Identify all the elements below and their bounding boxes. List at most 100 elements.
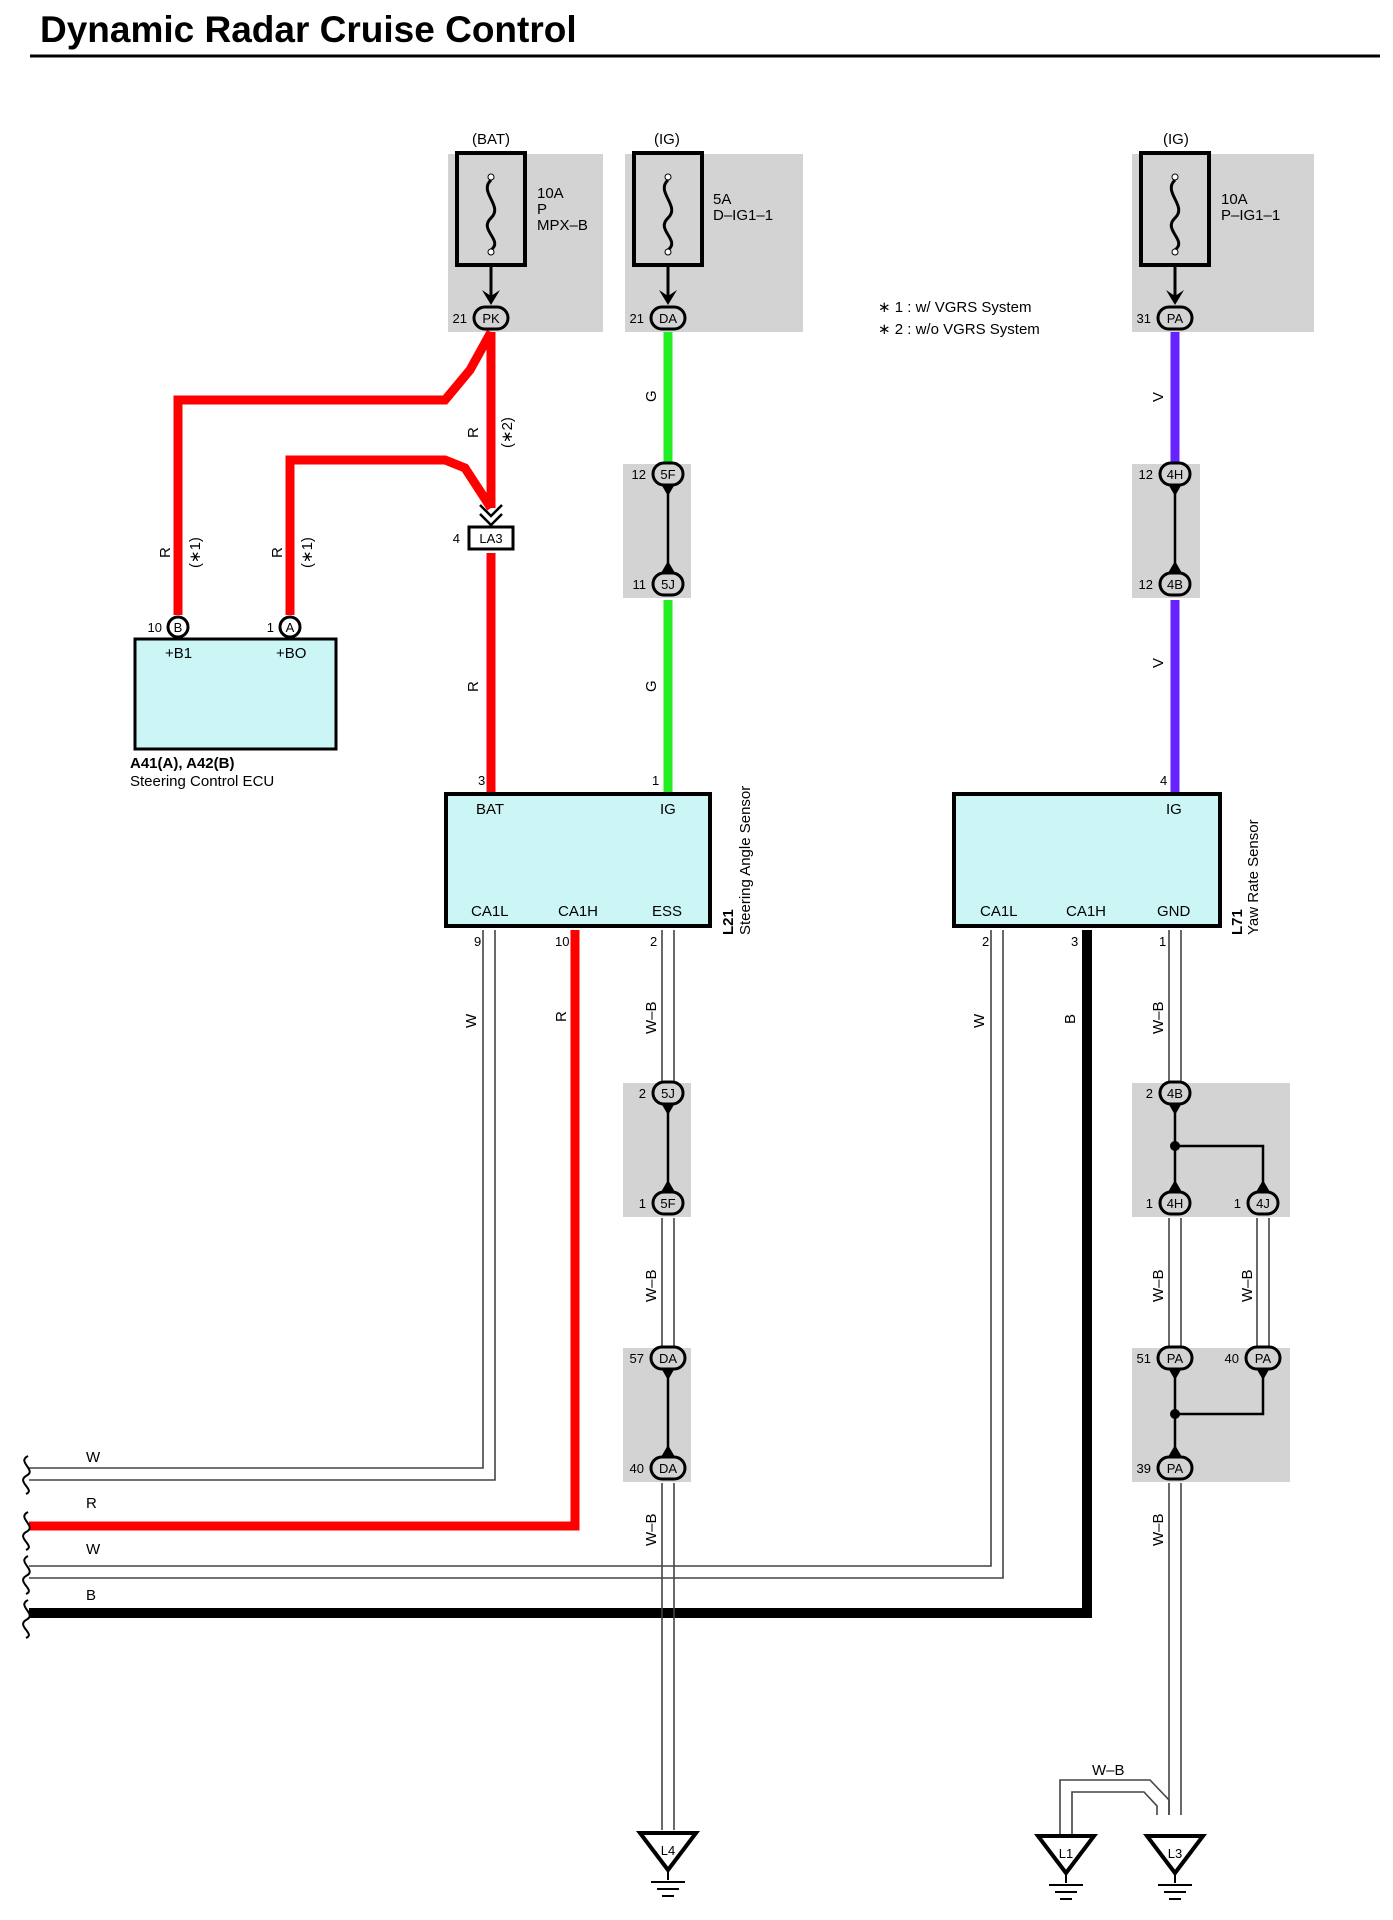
- svg-text:W–B: W–B: [1239, 1269, 1256, 1302]
- svg-text:W–B: W–B: [1150, 1513, 1167, 1546]
- svg-text:2: 2: [982, 934, 989, 949]
- svg-text:PK: PK: [482, 311, 500, 326]
- la3-chevron: [479, 504, 503, 527]
- svg-text:2: 2: [639, 1086, 646, 1101]
- connector-10-b: B 10: [148, 615, 190, 639]
- svg-text:B: B: [1062, 1014, 1079, 1024]
- connector-1-a: A 1: [267, 615, 302, 639]
- svg-text:4J: 4J: [1256, 1196, 1270, 1211]
- svg-text:R: R: [465, 681, 482, 692]
- connector-57-da: DA 57: [630, 1345, 687, 1371]
- svg-text:(∗1): (∗1): [187, 537, 204, 568]
- note-1: ∗ 1 : w/ VGRS System: [878, 299, 1031, 316]
- svg-text:R: R: [86, 1495, 97, 1512]
- svg-text:CA1L: CA1L: [471, 903, 509, 920]
- svg-text:W–B: W–B: [643, 1269, 660, 1302]
- fuse-name: P–IG1–1: [1221, 207, 1280, 224]
- connector-31-pa: PA 31: [1137, 305, 1194, 331]
- wire-wb-ground: [661, 930, 1270, 1835]
- svg-text:W–B: W–B: [1092, 1762, 1125, 1779]
- fuse-line: P: [537, 201, 547, 218]
- svg-text:57: 57: [630, 1351, 644, 1366]
- connector-21-pk: PK 21: [453, 305, 510, 331]
- connector-1-5f: 5F 1: [639, 1190, 685, 1216]
- note-2: ∗ 2 : w/o VGRS System: [878, 321, 1040, 338]
- svg-text:+B1: +B1: [165, 645, 192, 662]
- page-title: Dynamic Radar Cruise Control: [40, 9, 577, 50]
- svg-text:R: R: [157, 547, 174, 558]
- svg-text:W: W: [86, 1541, 101, 1558]
- fuse-rating: 10A: [537, 185, 564, 202]
- svg-text:1: 1: [1146, 1196, 1153, 1211]
- svg-text:1: 1: [652, 773, 659, 788]
- fuse-name: MPX–B: [537, 217, 588, 234]
- fuse-source-label: (IG): [654, 131, 680, 148]
- svg-text:CA1H: CA1H: [558, 903, 598, 920]
- svg-text:31: 31: [1137, 311, 1151, 326]
- svg-text:9: 9: [474, 934, 481, 949]
- svg-text:IG: IG: [1166, 801, 1182, 818]
- svg-text:3: 3: [1071, 934, 1078, 949]
- svg-text:4: 4: [1160, 773, 1167, 788]
- fuse-rating: 10A: [1221, 191, 1248, 208]
- fuse-source-label: (BAT): [472, 131, 510, 148]
- svg-text:G: G: [643, 390, 660, 402]
- svg-text:R: R: [553, 1011, 570, 1022]
- svg-text:PA: PA: [1255, 1351, 1272, 1366]
- svg-text:L1: L1: [1059, 1846, 1073, 1861]
- svg-text:(∗2): (∗2): [499, 417, 516, 448]
- svg-text:W: W: [463, 1013, 480, 1028]
- svg-text:DA: DA: [659, 1351, 677, 1366]
- svg-text:21: 21: [453, 311, 467, 326]
- svg-text:5J: 5J: [661, 577, 675, 592]
- svg-text:40: 40: [630, 1461, 644, 1476]
- svg-text:2: 2: [1146, 1086, 1153, 1101]
- connector-21-da: DA 21: [630, 305, 687, 331]
- svg-text:40: 40: [1225, 1351, 1239, 1366]
- svg-text:39: 39: [1137, 1461, 1151, 1476]
- svg-text:+BO: +BO: [276, 645, 306, 662]
- connector-12-4b: 4B 12: [1139, 571, 1192, 597]
- continuation-marks: [22, 1455, 31, 1639]
- svg-text:5F: 5F: [660, 1196, 675, 1211]
- svg-text:LA3: LA3: [479, 531, 502, 546]
- svg-text:12: 12: [632, 467, 646, 482]
- svg-text:R: R: [465, 427, 482, 438]
- svg-text:11: 11: [633, 577, 647, 592]
- svg-text:2: 2: [650, 934, 657, 949]
- svg-text:1: 1: [1159, 934, 1166, 949]
- svg-text:12: 12: [1139, 577, 1153, 592]
- svg-text:(∗1): (∗1): [299, 537, 316, 568]
- svg-text:5F: 5F: [660, 467, 675, 482]
- svg-text:W: W: [971, 1013, 988, 1028]
- svg-text:4H: 4H: [1167, 1196, 1184, 1211]
- svg-text:Steering Angle Sensor: Steering Angle Sensor: [737, 786, 754, 935]
- fuse-mpx-b: (BAT) 10A P MPX–B: [455, 131, 588, 267]
- fuse-leads: [489, 265, 1177, 300]
- svg-text:L71: L71: [1229, 909, 1246, 935]
- svg-text:DA: DA: [659, 1461, 677, 1476]
- fuse-source-label: (IG): [1163, 131, 1189, 148]
- connector-51-pa: PA 51: [1137, 1345, 1194, 1371]
- connector-2-4b: 4B 2: [1146, 1080, 1192, 1106]
- svg-text:5J: 5J: [661, 1086, 675, 1101]
- ground-l3: L3: [1142, 1834, 1208, 1900]
- svg-text:51: 51: [1137, 1351, 1151, 1366]
- steering-angle-sensor: BAT IG CA1L CA1H ESS 3 1 9 10 2 L21 Stee…: [444, 773, 754, 949]
- svg-text:DA: DA: [659, 311, 677, 326]
- svg-text:4: 4: [453, 531, 460, 546]
- svg-text:PA: PA: [1167, 1461, 1184, 1476]
- svg-text:Steering Control ECU: Steering Control ECU: [130, 773, 274, 790]
- connector-2-5j: 5J 2: [639, 1080, 685, 1106]
- svg-text:4B: 4B: [1167, 1086, 1183, 1101]
- svg-text:L4: L4: [661, 1843, 675, 1858]
- svg-text:B: B: [86, 1587, 96, 1604]
- svg-text:PA: PA: [1167, 311, 1184, 326]
- svg-text:3: 3: [478, 773, 485, 788]
- svg-text:W–B: W–B: [643, 1513, 660, 1546]
- fuse-rating: 5A: [713, 191, 731, 208]
- svg-text:10: 10: [148, 620, 162, 635]
- fuse-lead-arrows: [482, 290, 1184, 305]
- svg-text:B: B: [174, 620, 183, 635]
